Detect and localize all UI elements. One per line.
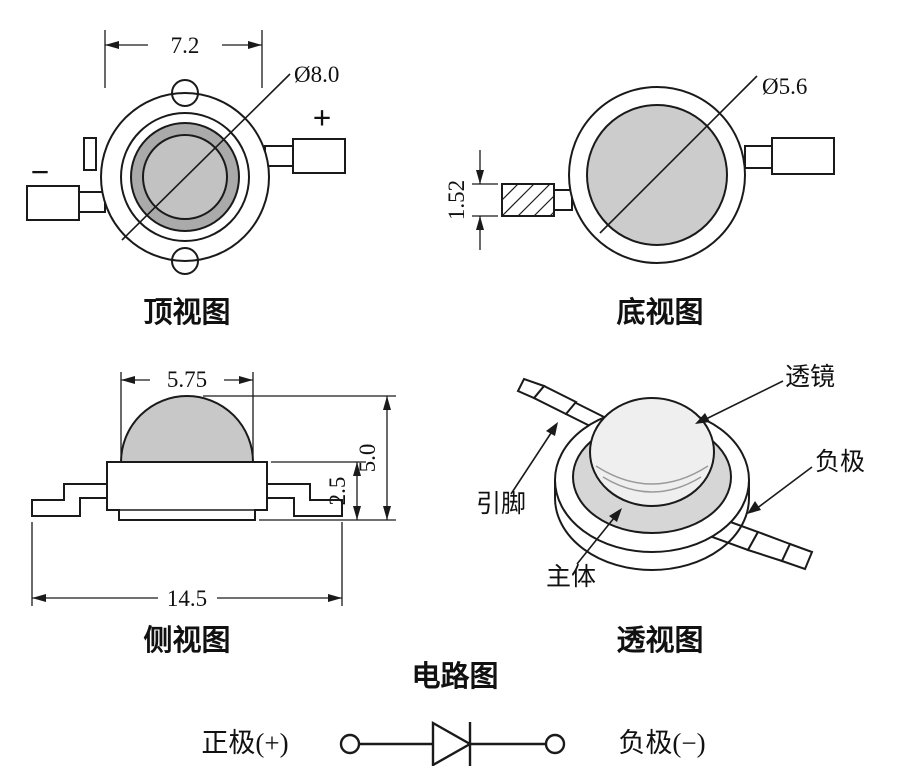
circuit-title: 电路图 — [411, 660, 498, 693]
arrowhead — [747, 501, 761, 514]
bottom-right-lead — [771, 137, 835, 175]
arrowhead — [476, 216, 484, 230]
dim-total-height-text: 5.0 — [355, 444, 380, 473]
minus-mark: − — [31, 155, 50, 191]
cathode-pad-hatched — [501, 183, 555, 217]
callout-leader-lens — [703, 380, 784, 421]
persp-right-lead-tip — [780, 542, 814, 571]
callout-body-text: 主体 — [546, 563, 596, 591]
side-view-title: 侧视图 — [143, 624, 230, 657]
bottom-view: Ø5.6 1.52 底视图 — [444, 74, 835, 329]
callout-leader-negative — [751, 466, 813, 513]
anode-label: 正极(+) — [201, 728, 288, 758]
top-left-lead — [26, 185, 80, 221]
persp-left-lead-tip — [516, 377, 546, 400]
mounting-tab-top — [171, 79, 199, 107]
diameter-leader-line — [121, 73, 291, 241]
mounting-tab-bottom — [171, 247, 199, 275]
arrowhead — [546, 422, 558, 436]
arrowhead — [105, 41, 119, 49]
hatched-pad — [501, 183, 555, 217]
arrowhead — [353, 462, 361, 476]
dim-total-width-text: 14.5 — [167, 586, 207, 611]
diode-triangle — [431, 720, 473, 766]
perspective-view-title: 透视图 — [616, 624, 703, 657]
dim-body-height-text: 2.5 — [325, 477, 350, 506]
arrowhead — [328, 594, 342, 602]
arrowhead — [695, 413, 710, 424]
arrowhead — [353, 506, 361, 520]
arrowhead — [121, 376, 135, 384]
arrowhead — [609, 508, 622, 522]
diameter-leader-line — [599, 75, 758, 234]
arrowhead — [32, 594, 46, 602]
polarity-notch — [83, 137, 97, 171]
top-view-title: 顶视图 — [143, 296, 230, 329]
package-body — [106, 461, 268, 521]
arrowhead — [383, 396, 391, 410]
top-left-lead-connector — [78, 191, 106, 213]
bottom-view-title: 底视图 — [616, 296, 703, 329]
dim-diameter-text: Ø5.6 — [762, 74, 807, 99]
callout-leader-body — [576, 512, 619, 565]
side-view: 5.75 2.5 5.0 14.5 侧视图 — [31, 367, 396, 657]
cathode-label: 负极(−) — [618, 728, 705, 758]
hatch-line — [501, 183, 519, 201]
callout-leader-pin — [510, 429, 554, 495]
cathode-terminal — [544, 733, 566, 755]
bottom-right-connector — [744, 145, 774, 169]
hatch-line — [501, 183, 535, 217]
arrowhead — [383, 506, 391, 520]
callout-pin-text: 引脚 — [476, 490, 526, 518]
bottom-left-connector — [553, 189, 573, 211]
arrowhead — [248, 41, 262, 49]
side-right-lead — [266, 483, 343, 517]
dim-lens-text: 5.75 — [167, 367, 207, 392]
side-left-lead — [31, 483, 108, 517]
lens-shading-line — [595, 465, 709, 485]
lens-dome — [119, 395, 255, 463]
hatch-line — [533, 195, 555, 217]
top-right-lead — [292, 138, 346, 174]
dim-lead-text: 1.52 — [444, 180, 469, 220]
top-right-lead-connector — [264, 145, 294, 167]
lens-shading-line — [602, 476, 702, 493]
dim-width-text: 7.2 — [171, 33, 200, 58]
perspective-view: 透镜 负极 引脚 主体 透视图 — [476, 363, 865, 657]
dim-diameter-text: Ø8.0 — [294, 62, 339, 87]
callout-negative-text: 负极 — [815, 448, 865, 476]
arrowhead — [239, 376, 253, 384]
hatch-line — [517, 183, 551, 217]
persp-body-side — [554, 480, 750, 571]
persp-lens-dome — [589, 397, 715, 507]
circuit-diagram: 电路图 正极(+) 负极(−) — [201, 660, 706, 766]
callout-lens-text: 透镜 — [785, 363, 835, 391]
top-view: 7.2 Ø8.0 + − 顶视图 — [26, 30, 346, 329]
anode-terminal — [339, 733, 361, 755]
plus-mark: + — [313, 101, 332, 137]
hatch-line — [549, 211, 555, 217]
arrowhead — [476, 170, 484, 184]
